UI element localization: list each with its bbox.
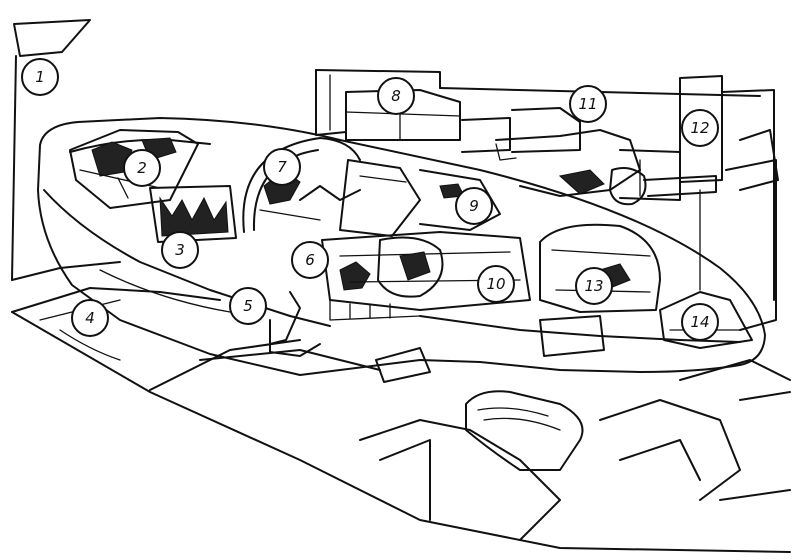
upper-machinery (495, 129, 717, 206)
callout-13: 13 (575, 267, 613, 305)
callout-7: 7 (263, 148, 301, 186)
callout-12: 12 (681, 109, 719, 147)
aft-sections (539, 223, 753, 357)
callout-label: 7 (277, 158, 287, 176)
callout-6: 6 (291, 241, 329, 279)
forward-cockpit-section (69, 129, 199, 209)
callout-label: 5 (243, 297, 253, 315)
fuselage-outline (37, 117, 766, 376)
callout-2: 2 (123, 149, 161, 187)
callout-8: 8 (377, 77, 415, 115)
callout-10: 10 (477, 265, 515, 303)
callout-9: 9 (455, 187, 493, 225)
callout-label: 4 (85, 309, 95, 327)
callout-1: 1 (21, 58, 59, 96)
floor-panels (11, 287, 791, 553)
callout-label: 14 (690, 313, 709, 331)
callout-4: 4 (71, 299, 109, 337)
engine-bay (269, 231, 531, 357)
back-wall-structure (315, 69, 779, 331)
callout-label: 2 (137, 159, 147, 177)
callout-label: 6 (305, 251, 315, 269)
callout-3: 3 (161, 231, 199, 269)
callout-label: 13 (584, 277, 603, 295)
console-panel (149, 185, 237, 243)
callout-14: 14 (681, 303, 719, 341)
callout-label: 8 (391, 87, 401, 105)
callout-5: 5 (229, 287, 267, 325)
callout-label: 11 (578, 95, 597, 113)
callouts: 1 2 3 4 5 6 7 8 9 10 11 12 13 14 (21, 58, 719, 341)
callout-label: 12 (690, 119, 709, 137)
callout-label: 3 (175, 241, 185, 259)
callout-label: 9 (469, 197, 479, 215)
lower-fairing (375, 347, 584, 471)
callout-11: 11 (569, 85, 607, 123)
callout-label: 10 (486, 275, 505, 293)
callout-label: 1 (35, 68, 45, 86)
